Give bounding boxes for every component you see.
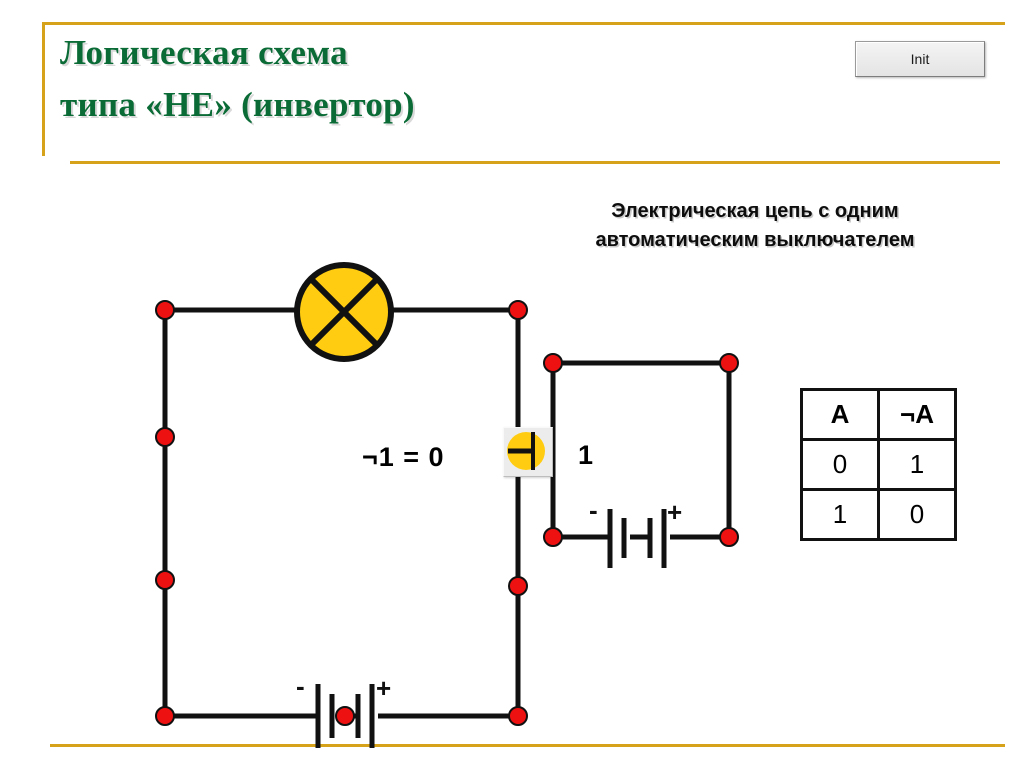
battery-main: [315, 684, 375, 748]
switch-open-icon: [507, 432, 545, 470]
bottom-accent-rule: [50, 744, 1005, 747]
circuit-wires: [162, 307, 732, 719]
truth-table-header-row: A ¬A: [800, 388, 957, 441]
automatic-switch-button[interactable]: [503, 427, 553, 477]
subtitle: Электрическая цепь с одним автоматически…: [520, 197, 990, 255]
left-accent-rule: [42, 22, 45, 156]
circuit-nodes: [155, 300, 739, 726]
node-left-mid-lower: [155, 570, 175, 590]
battery-main-minus-label: -: [296, 671, 305, 701]
lamp-icon: [294, 262, 394, 362]
title-underline-rule: [70, 161, 1000, 164]
node-sub-top-right: [719, 353, 739, 373]
node-top-right: [508, 300, 528, 320]
battery-control-plus-label: +: [667, 497, 682, 527]
table-row: 0 1: [800, 438, 957, 491]
truth-table-r0-a: 0: [800, 438, 880, 491]
page-title: Логическая схема типа «НЕ» (инвертор): [60, 27, 700, 131]
subtitle-line2: автоматическим выключателем: [595, 229, 915, 251]
subtitle-line1: Электрическая цепь с одним: [611, 200, 899, 222]
node-right-mid: [508, 576, 528, 596]
truth-table-header-na: ¬A: [877, 388, 957, 441]
node-bottom-left: [155, 706, 175, 726]
truth-table-r1-a: 1: [800, 488, 880, 541]
truth-table-header-a: A: [800, 388, 880, 441]
truth-table: A ¬A 0 1 1 0: [800, 388, 957, 541]
battery-control-minus-label: -: [589, 495, 598, 525]
switch-left-label: ¬1 = 0: [362, 442, 445, 472]
init-button[interactable]: Init: [855, 41, 985, 77]
truth-table-r1-na: 0: [877, 488, 957, 541]
node-sub-bottom-right: [719, 527, 739, 547]
node-top-left: [155, 300, 175, 320]
top-accent-rule: [42, 22, 1005, 25]
battery-control: [607, 509, 667, 568]
node-battery-main-mid: [335, 706, 355, 726]
page-title-line1: Логическая схема: [60, 33, 348, 72]
truth-table-r0-na: 1: [877, 438, 957, 491]
node-bottom-right: [508, 706, 528, 726]
switch-right-label: 1: [578, 440, 594, 470]
node-sub-bottom-left: [543, 527, 563, 547]
table-row: 1 0: [800, 488, 957, 541]
node-left-mid-upper: [155, 427, 175, 447]
node-sub-top-left: [543, 353, 563, 373]
battery-main-plus-label: +: [376, 673, 391, 703]
page-title-line2: типа «НЕ» (инвертор): [60, 85, 415, 124]
